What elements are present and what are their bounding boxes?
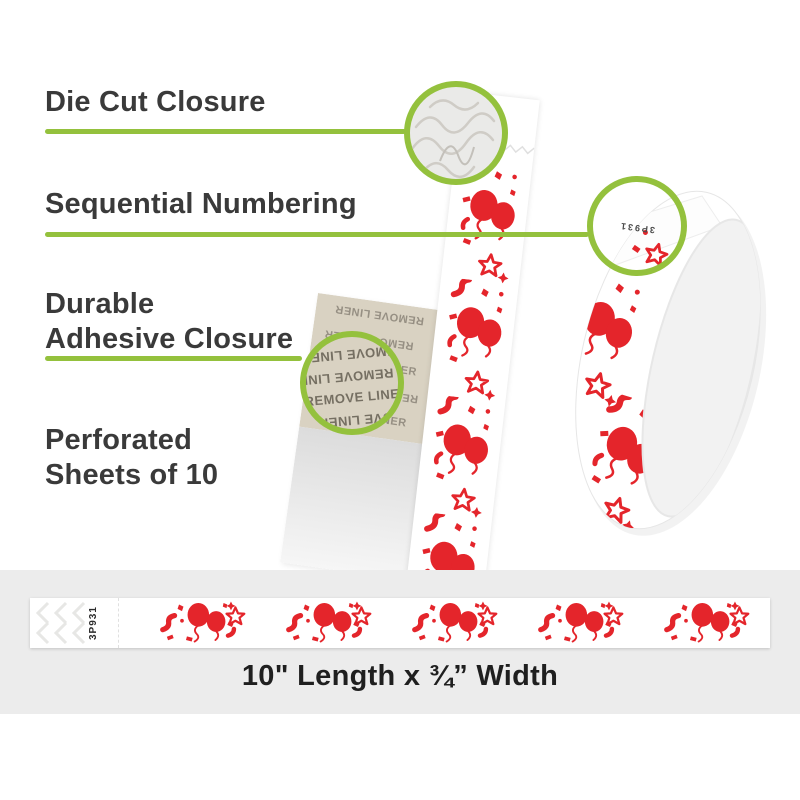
bottom-display-band: 3P931 10" Length x ¾” Width	[0, 570, 800, 714]
callout-line-adhesive	[45, 356, 302, 361]
balloon-pattern	[142, 600, 268, 646]
feature-perforated-line2: Sheets of 10	[45, 459, 219, 491]
adhesive-magnifier-circle: REMOVE LINER REMOVE LINER REMOVE LINER R…	[300, 331, 404, 435]
callout-line-die-cut	[45, 129, 406, 134]
callout-line-sequential	[45, 232, 589, 237]
die-cut-wave-pattern	[410, 99, 496, 178]
balloon-pattern	[520, 600, 646, 646]
balloon-pattern	[646, 600, 770, 646]
die-cut-chevron-pattern	[35, 601, 86, 645]
balloon-pattern	[394, 600, 520, 646]
feature-durable-line1: Durable	[45, 288, 155, 320]
feature-durable-line2: Adhesive Closure	[45, 323, 294, 355]
feature-perforated-line1: Perforated	[45, 424, 193, 456]
dimension-label: 10" Length x ¾” Width	[241, 660, 559, 692]
liner-strip-lower	[280, 426, 426, 581]
perforation-line	[118, 598, 119, 648]
wristband-rolled-loop	[552, 190, 767, 536]
wristband-horizontal: 3P931	[30, 598, 770, 648]
feature-sequential-numbering: Sequential Numbering	[45, 188, 357, 220]
balloon-pattern	[435, 277, 512, 401]
feature-die-cut-closure: Die Cut Closure	[45, 86, 266, 118]
balloon-pattern	[421, 394, 498, 518]
sequential-number-magnifier-circle	[587, 176, 687, 276]
serial-number: 3P931	[88, 606, 99, 640]
die-cut-magnifier-circle	[404, 81, 508, 185]
balloon-pattern	[268, 600, 394, 646]
